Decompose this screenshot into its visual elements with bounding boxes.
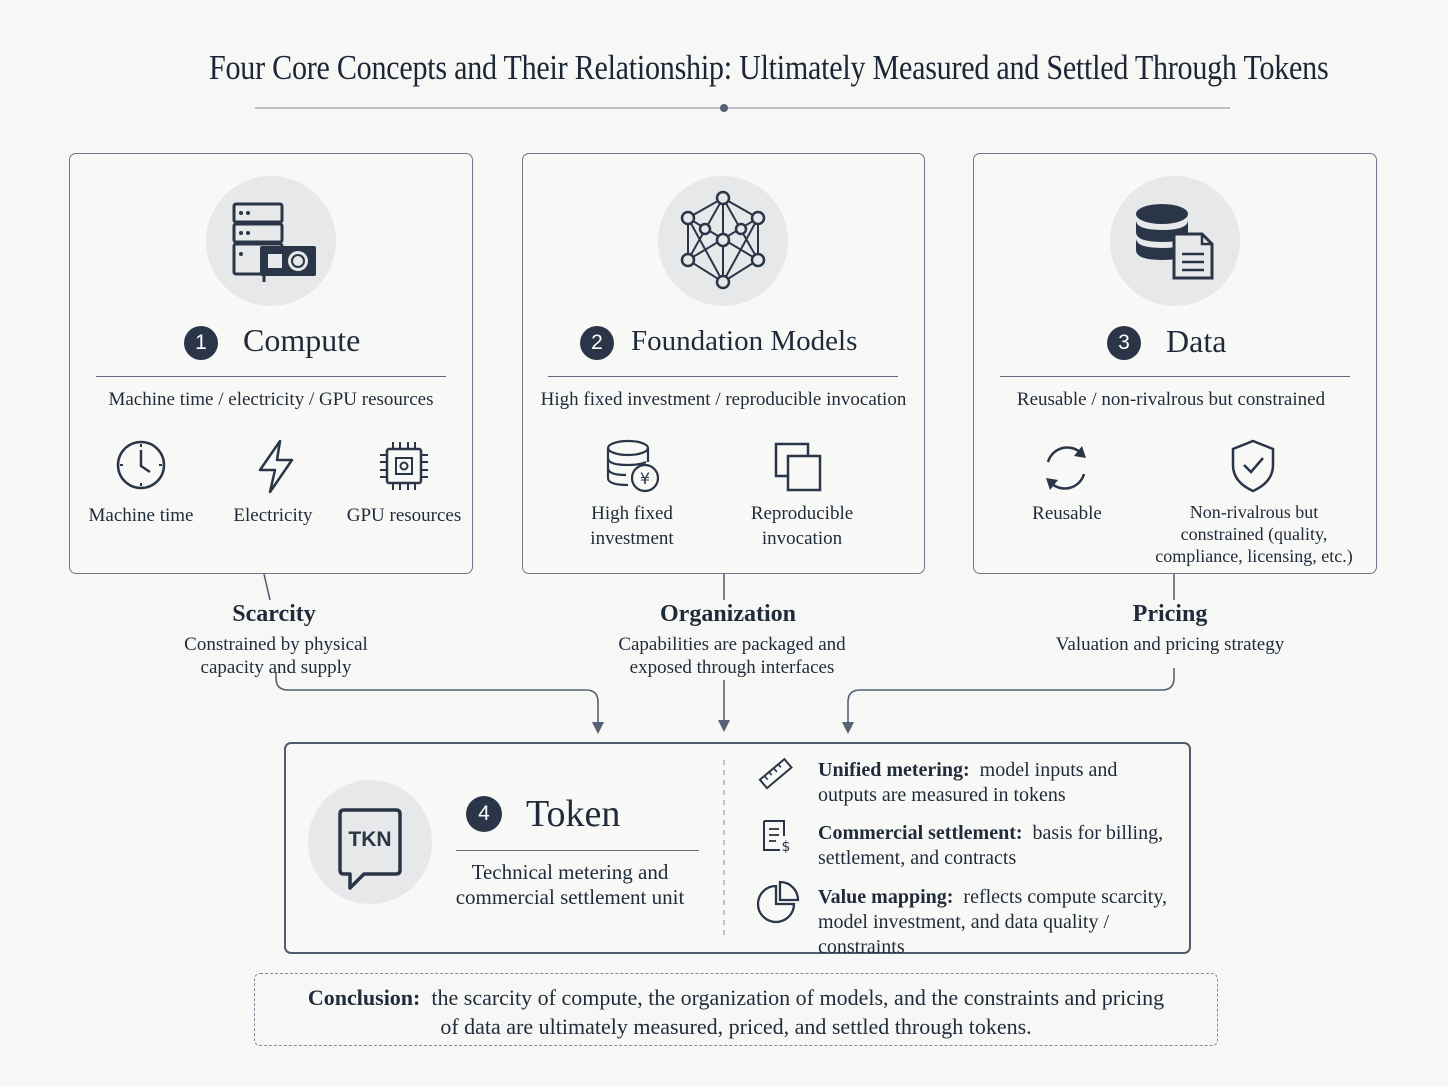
ruler-icon [758, 757, 793, 790]
machine-time-label: Machine time [88, 505, 194, 526]
non-rivalrous-label: Non-rivalrous but constrained (quality, … [1155, 502, 1353, 566]
token-subtitle: Technical metering and commercial settle… [455, 860, 685, 909]
svg-text:¥: ¥ [640, 469, 650, 488]
conclusion-heading: Conclusion: [307, 985, 421, 1010]
token-icon-text: TKN [348, 828, 392, 851]
data-divider [1000, 376, 1350, 378]
lightning-icon [258, 439, 294, 494]
chip-icon [380, 442, 428, 490]
commercial-settlement-heading: Commercial settlement: [818, 822, 1023, 844]
token-card [284, 742, 1191, 954]
unified-metering-heading: Unified metering: [818, 759, 970, 781]
pricing-title: Pricing [1132, 601, 1208, 627]
foundation-models-subtitle: High fixed investment / reproducible inv… [540, 389, 907, 410]
network-icon [680, 190, 766, 290]
token-divider [456, 850, 699, 852]
high-fixed-investment-label: High fixed investment [590, 503, 674, 549]
token-vertical-divider [723, 760, 725, 935]
foundation-models-icon-circle [658, 176, 788, 306]
organization-text: Capabilities are packaged and exposed th… [618, 634, 846, 678]
compute-subtitle: Machine time / electricity / GPU resourc… [108, 389, 434, 410]
shield-check-icon [1231, 439, 1275, 493]
scarcity-text: Constrained by physical capacity and sup… [184, 634, 368, 678]
database-yen-icon: ¥ [606, 439, 660, 493]
svg-text:$: $ [782, 839, 791, 854]
data-subtitle: Reusable / non-rivalrous but constrained [1016, 389, 1326, 410]
compute-title: Compute [243, 322, 361, 358]
electricity-label: Electricity [233, 505, 313, 526]
token-number-badge: 4 [466, 796, 502, 832]
foundation-models-number-badge: 2 [580, 326, 614, 360]
copy-icon [774, 442, 822, 492]
data-number-badge: 3 [1107, 326, 1141, 360]
reusable-label: Reusable [1032, 503, 1102, 524]
unified-metering-feature: Unified metering: model inputs and outpu… [818, 758, 1168, 808]
token-title: Token [526, 793, 621, 835]
scarcity-title: Scarcity [232, 601, 316, 627]
unified-metering-text: model inputs and outputs are measured in… [818, 759, 1118, 806]
clock-icon [116, 440, 166, 490]
value-mapping-text: reflects compute scarcity, model investm… [818, 886, 1168, 958]
pie-chart-icon [756, 880, 800, 924]
compute-number-badge: 1 [184, 326, 218, 360]
database-document-icon [1136, 204, 1214, 280]
reproducible-invocation-label: Reproducible invocation [750, 503, 854, 549]
server-gpu-icon [232, 202, 316, 282]
compute-icon-circle [206, 176, 336, 306]
refresh-icon [1046, 446, 1086, 490]
value-mapping-heading: Value mapping: [818, 886, 954, 908]
conclusion-text-block: Conclusion: the scarcity of compute, the… [300, 983, 1172, 1041]
foundation-models-title: Foundation Models [631, 325, 858, 357]
value-mapping-feature: Value mapping: reflects compute scarcity… [818, 885, 1178, 960]
organization-title: Organization [660, 601, 796, 627]
commercial-settlement-feature: Commercial settlement: basis for billing… [818, 821, 1168, 871]
conclusion-text: the scarcity of compute, the organizatio… [431, 985, 1165, 1039]
gpu-resources-label: GPU resources [346, 505, 462, 526]
data-title: Data [1166, 323, 1227, 359]
invoice-icon: $ [763, 820, 791, 854]
compute-divider [96, 376, 446, 378]
data-icon-circle [1110, 176, 1240, 306]
page-title: Four Core Concepts and Their Relationshi… [209, 48, 1329, 87]
token-chat-icon [338, 808, 402, 890]
commercial-settlement-text: basis for billing, settlement, and contr… [818, 822, 1164, 869]
token-icon-circle: TKN [308, 780, 432, 904]
foundation-models-divider [548, 376, 898, 378]
conclusion-box [254, 973, 1218, 1046]
pricing-text: Valuation and pricing strategy [1055, 634, 1285, 655]
